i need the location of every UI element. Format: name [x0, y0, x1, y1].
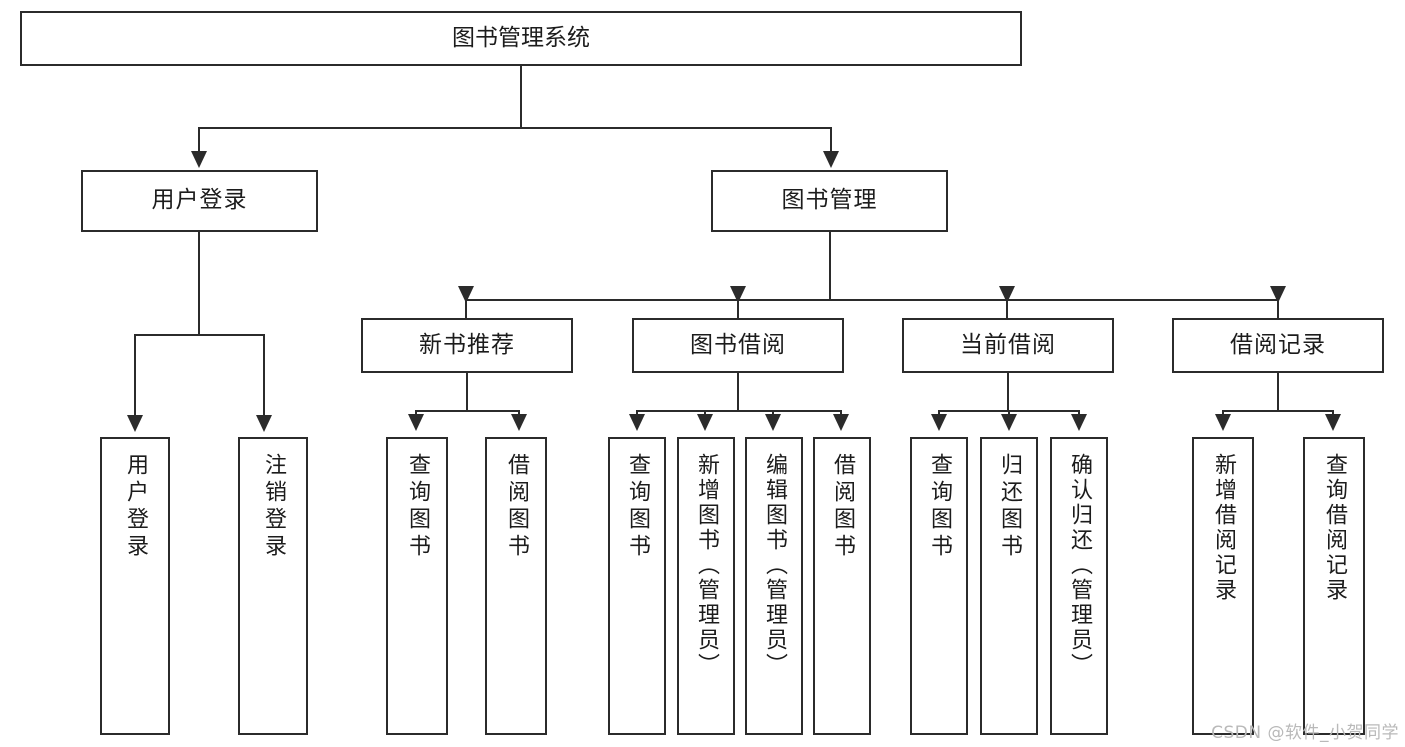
leaf-br-add-record[interactable]: 新增借阅记录	[1192, 437, 1254, 735]
leaf-cb-query-book[interactable]: 查询图书	[910, 437, 968, 735]
arrowhead-current-borrow	[999, 286, 1015, 303]
connector-book-borrow-stem	[737, 373, 739, 411]
connector-new-book-bar	[415, 410, 519, 412]
connector-drop-book-borrow	[737, 299, 739, 319]
node-label: 编辑图书（管理员）	[762, 453, 787, 678]
node-label: 归还图书	[997, 453, 1022, 561]
connector-drop-borrow-record	[1277, 299, 1279, 319]
arrowhead-book-manage	[823, 151, 839, 168]
connector-user-login-stem	[198, 232, 200, 335]
node-label: 用户登录	[151, 187, 248, 214]
arrowhead-nb-1	[408, 414, 424, 431]
connector-drop-leaf-logout	[263, 334, 265, 417]
arrowhead-bb-4	[833, 414, 849, 431]
arrowhead-leaf-user-login	[127, 415, 143, 432]
leaf-bb-query-book[interactable]: 查询图书	[608, 437, 666, 735]
connector-level1-bar	[198, 127, 832, 129]
connector-borrow-record-stem	[1277, 373, 1279, 411]
node-label: 确认归还（管理员）	[1067, 453, 1092, 678]
arrowhead-bb-2	[697, 414, 713, 431]
leaf-cb-confirm-return[interactable]: 确认归还（管理员）	[1050, 437, 1108, 735]
node-label: 查询图书	[625, 453, 650, 561]
arrowhead-cb-2	[1001, 414, 1017, 431]
arrowhead-br-2	[1325, 414, 1341, 431]
connector-drop-current-borrow	[1006, 299, 1008, 319]
node-book-manage[interactable]: 图书管理	[711, 170, 948, 232]
node-label: 图书管理	[781, 187, 878, 214]
arrowhead-cb-1	[931, 414, 947, 431]
node-label: 当前借阅	[960, 331, 1056, 358]
leaf-bb-edit-book[interactable]: 编辑图书（管理员）	[745, 437, 803, 735]
connector-book-manage-stem	[829, 232, 831, 300]
leaf-logout[interactable]: 注销登录	[238, 437, 308, 735]
node-label: 借阅记录	[1230, 331, 1326, 358]
arrowhead-book-borrow	[730, 286, 746, 303]
leaf-bb-borrow-book[interactable]: 借阅图书	[813, 437, 871, 735]
arrowhead-new-book	[458, 286, 474, 303]
node-book-borrow[interactable]: 图书借阅	[632, 318, 844, 373]
connector-current-borrow-stem	[1007, 373, 1009, 411]
leaf-nb-query-book[interactable]: 查询图书	[386, 437, 448, 735]
node-label: 借阅图书	[830, 453, 855, 561]
connector-root-stem	[520, 66, 522, 128]
arrowhead-cb-3	[1071, 414, 1087, 431]
connector-drop-new-book	[465, 299, 467, 319]
connector-borrow-record-bar	[1222, 410, 1334, 412]
node-label: 新书推荐	[419, 331, 515, 358]
node-label: 图书管理系统	[452, 24, 590, 51]
connector-level2-bar	[465, 299, 1279, 301]
leaf-cb-return-book[interactable]: 归还图书	[980, 437, 1038, 735]
node-label: 借阅图书	[504, 453, 529, 561]
node-label: 查询图书	[405, 453, 430, 561]
node-label: 新增图书（管理员）	[694, 453, 719, 678]
connector-drop-user-login	[198, 127, 200, 153]
leaf-user-login[interactable]: 用户登录	[100, 437, 170, 735]
connector-drop-leaf-user-login	[134, 334, 136, 417]
arrowhead-bb-1	[629, 414, 645, 431]
connector-book-borrow-bar	[636, 410, 842, 412]
arrowhead-user-login	[191, 151, 207, 168]
connector-new-book-stem	[466, 373, 468, 411]
node-borrow-record[interactable]: 借阅记录	[1172, 318, 1384, 373]
node-root-system[interactable]: 图书管理系统	[20, 11, 1022, 66]
node-label: 新增借阅记录	[1211, 453, 1236, 603]
node-label: 查询图书	[927, 453, 952, 561]
node-label: 查询借阅记录	[1322, 453, 1347, 603]
leaf-bb-add-book[interactable]: 新增图书（管理员）	[677, 437, 735, 735]
node-current-borrow[interactable]: 当前借阅	[902, 318, 1114, 373]
node-user-login[interactable]: 用户登录	[81, 170, 318, 232]
connector-user-login-bar	[134, 334, 265, 336]
arrowhead-nb-2	[511, 414, 527, 431]
connector-drop-book-manage	[830, 127, 832, 153]
node-new-book-recommend[interactable]: 新书推荐	[361, 318, 573, 373]
leaf-nb-borrow-book[interactable]: 借阅图书	[485, 437, 547, 735]
node-label: 图书借阅	[690, 331, 786, 358]
node-label: 注销登录	[261, 453, 286, 561]
node-label: 用户登录	[123, 453, 148, 561]
arrowhead-leaf-logout	[256, 415, 272, 432]
arrowhead-br-1	[1215, 414, 1231, 431]
arrowhead-borrow-record	[1270, 286, 1286, 303]
arrowhead-bb-3	[765, 414, 781, 431]
leaf-br-query-record[interactable]: 查询借阅记录	[1303, 437, 1365, 735]
